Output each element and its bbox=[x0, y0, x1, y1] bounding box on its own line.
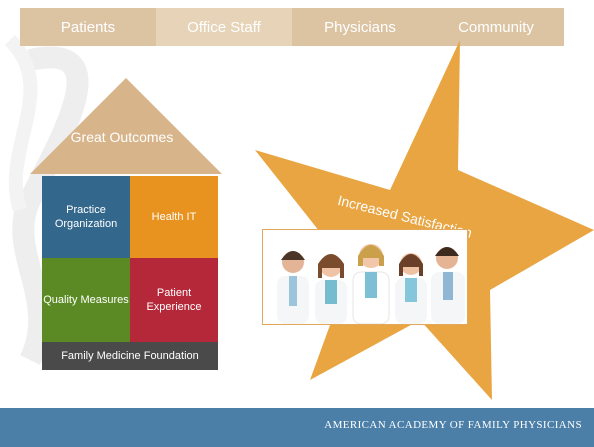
doctors-photo bbox=[262, 229, 468, 325]
practice-organization-label: Practice Organization bbox=[54, 204, 118, 230]
tab-community[interactable]: Community bbox=[458, 18, 534, 36]
health-it-label: Health IT bbox=[151, 211, 197, 223]
roof-label-great-outcomes: Great Outcomes bbox=[70, 129, 174, 145]
patient-experience-label: Patient Experience bbox=[146, 287, 202, 313]
tab-physicians[interactable]: Physicians bbox=[324, 18, 396, 36]
block-patient-experience[interactable]: Patient Experience bbox=[130, 258, 218, 342]
block-health-it[interactable]: Health IT bbox=[130, 176, 218, 258]
block-quality-measures[interactable]: Quality Measures bbox=[42, 258, 130, 342]
tab-office-staff[interactable]: Office Staff bbox=[156, 8, 292, 46]
doctors-group-photo-icon bbox=[263, 230, 467, 324]
footer-divider bbox=[0, 404, 594, 408]
tab-patients[interactable]: Patients bbox=[60, 18, 116, 36]
footer-bar bbox=[0, 408, 594, 447]
block-practice-organization[interactable]: Practice Organization bbox=[42, 176, 130, 258]
house-roof bbox=[30, 78, 222, 174]
footer-organization-name: AMERICAN ACADEMY OF FAMILY PHYSICIANS bbox=[324, 419, 582, 431]
house-foundation: Family Medicine Foundation bbox=[42, 342, 218, 370]
quality-measures-label: Quality Measures bbox=[43, 294, 129, 306]
top-nav-bar: Patients Office Staff Physicians Communi… bbox=[20, 8, 564, 46]
